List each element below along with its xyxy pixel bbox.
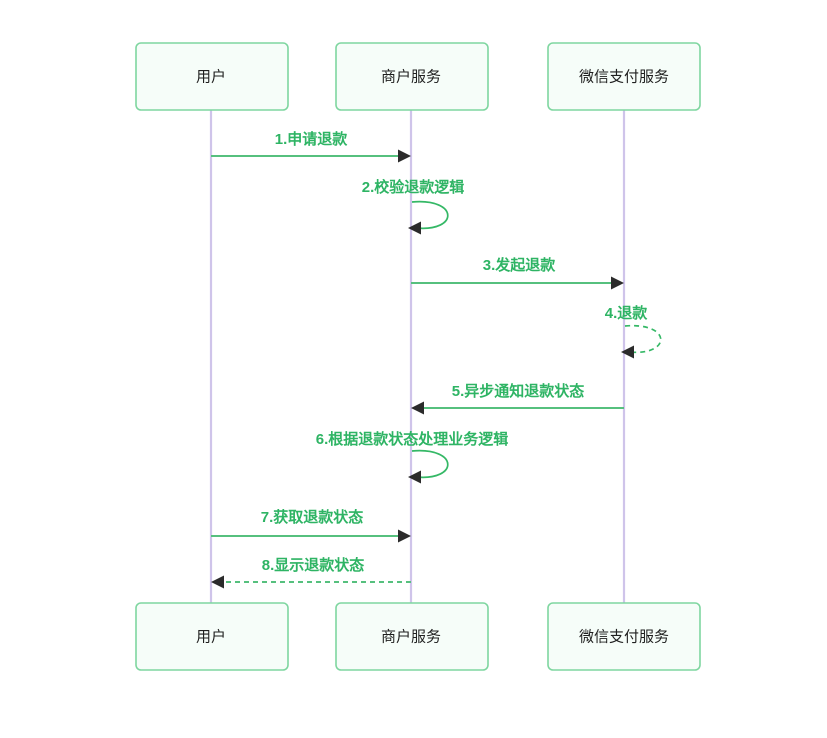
participant-box (135, 602, 289, 671)
participant-box (547, 602, 701, 671)
participant-wechat-bottom[interactable]: 微信支付服务 (547, 602, 701, 671)
arrow-head (408, 221, 421, 235)
message-6[interactable]: 6.根据退款状态处理业务逻辑 (316, 430, 509, 484)
arrow-head (398, 529, 411, 543)
self-loop-arc (411, 200, 449, 230)
self-loop-arc (624, 324, 662, 354)
message-label: 8.显示退款状态 (262, 556, 365, 574)
participant-label: 商户服务 (381, 628, 441, 645)
arrow-head (398, 149, 411, 163)
message-label: 2.校验退款逻辑 (362, 178, 465, 196)
participant-boxes-layer: 用户商户服务微信支付服务用户商户服务微信支付服务 (135, 42, 701, 671)
lifelines-layer (209, 110, 626, 603)
participant-label: 商户服务 (381, 68, 441, 85)
participant-box (135, 42, 289, 111)
participant-user-bottom[interactable]: 用户 (135, 602, 289, 671)
participant-wechat-top[interactable]: 微信支付服务 (547, 42, 701, 111)
participant-label: 微信支付服务 (579, 68, 669, 85)
arrow-head (621, 345, 634, 359)
message-label: 6.根据退款状态处理业务逻辑 (316, 430, 509, 448)
participant-label: 微信支付服务 (579, 628, 669, 645)
arrow-head (411, 401, 424, 415)
participant-label: 用户 (196, 68, 226, 85)
participant-box (335, 602, 489, 671)
participant-label: 用户 (196, 628, 226, 645)
participant-box (547, 42, 701, 111)
participant-user-top[interactable]: 用户 (135, 42, 289, 111)
messages-layer: 1.申请退款 2.校验退款逻辑 3.发起退款 4.退款 5.异步通知退款状态 6.根据退款… (211, 130, 662, 589)
participant-merchant-top[interactable]: 商户服务 (335, 42, 489, 111)
message-label: 3.发起退款 (483, 256, 557, 274)
message-1[interactable]: 1.申请退款 (211, 130, 411, 163)
message-label: 1.申请退款 (275, 130, 349, 148)
message-5[interactable]: 5.异步通知退款状态 (411, 382, 624, 415)
arrow-head (211, 575, 224, 589)
message-label: 7.获取退款状态 (261, 508, 364, 526)
message-label: 5.异步通知退款状态 (452, 382, 585, 400)
message-2[interactable]: 2.校验退款逻辑 (362, 178, 465, 235)
arrow-head (611, 276, 624, 290)
message-4[interactable]: 4.退款 (605, 304, 662, 359)
self-loop-arc (411, 449, 449, 479)
message-7[interactable]: 7.获取退款状态 (211, 508, 411, 543)
participant-box (335, 42, 489, 111)
message-3[interactable]: 3.发起退款 (411, 256, 624, 290)
message-8[interactable]: 8.显示退款状态 (211, 556, 411, 589)
arrow-head (408, 470, 421, 484)
participant-merchant-bottom[interactable]: 商户服务 (335, 602, 489, 671)
message-label: 4.退款 (605, 304, 649, 322)
